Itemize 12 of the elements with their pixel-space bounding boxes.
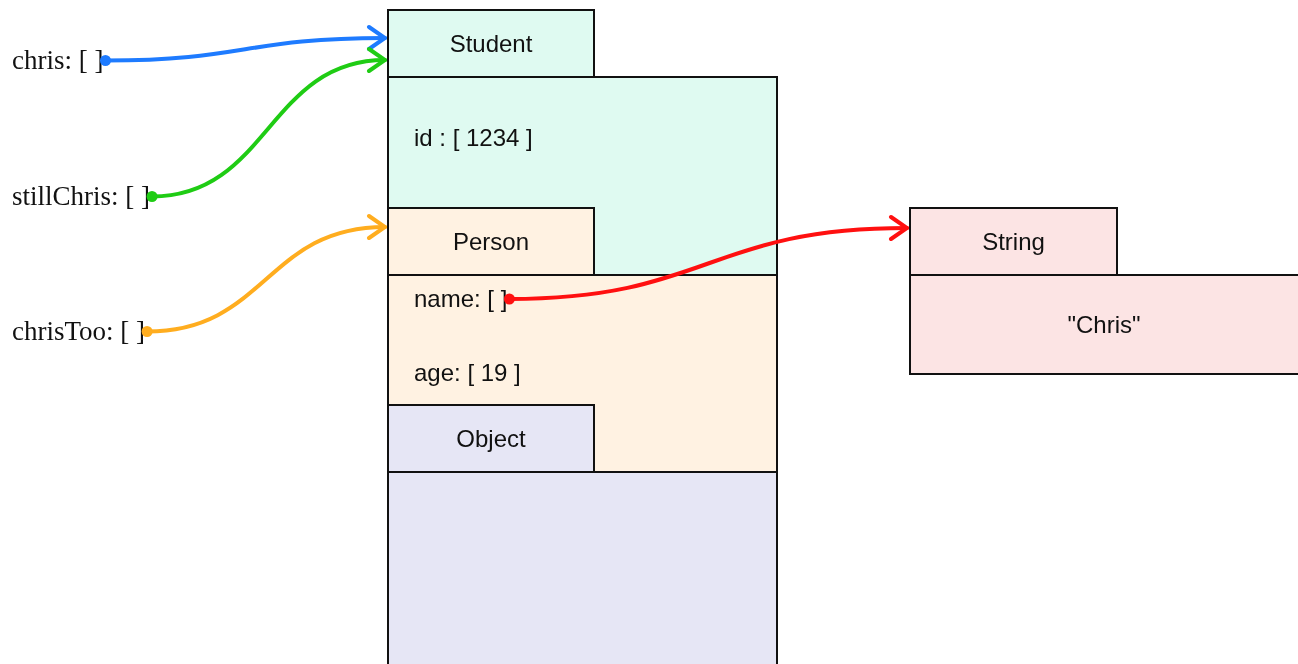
class-name-label: Person bbox=[451, 229, 530, 254]
pointer-arrow bbox=[146, 48, 387, 202]
pointer-arrow bbox=[141, 215, 387, 337]
class-name-label: Object bbox=[455, 426, 527, 451]
pointer-arrow bbox=[503, 215, 909, 305]
field-label: age: [ 19 ] bbox=[414, 361, 521, 385]
class-name-label: String bbox=[981, 229, 1046, 254]
class-name-label: Student bbox=[448, 31, 534, 56]
string-value: "Chris" bbox=[1066, 313, 1142, 337]
field-label: id : [ 1234 ] bbox=[414, 126, 533, 150]
variable-label: chris: [ ] bbox=[12, 47, 104, 74]
pointer-arrow bbox=[99, 25, 387, 66]
